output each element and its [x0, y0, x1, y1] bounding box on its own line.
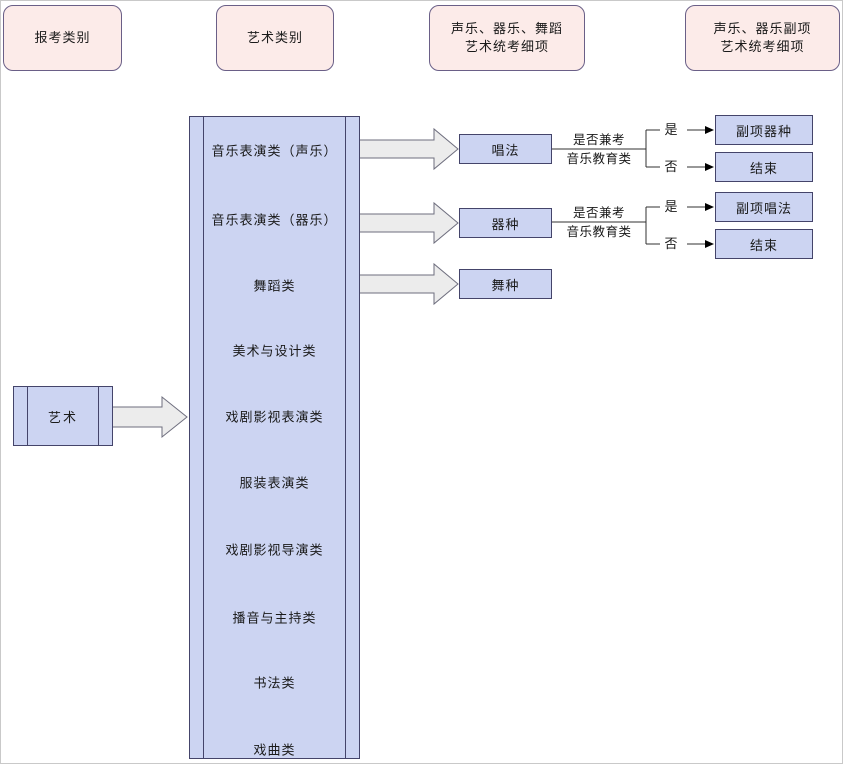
arrowhead-icon [705, 163, 714, 171]
dance-type-box: 舞种 [459, 269, 552, 299]
header-label-line: 声乐、器乐副项 [713, 21, 812, 36]
category-item: 戏剧影视表演类 [225, 409, 324, 425]
arrowhead-icon [705, 126, 714, 134]
arrowhead-icon [705, 240, 714, 248]
art-source-label: 艺术 [47, 409, 78, 425]
header-registration-category: 报考类别 [3, 5, 122, 71]
no-label: 否 [664, 159, 678, 174]
arrowhead-icon [705, 203, 714, 211]
vocal-method-box: 唱法 [459, 134, 552, 164]
header-exam-detail: 声乐、器乐、舞蹈 艺术统考细项 [429, 5, 585, 71]
header-secondary-exam-detail: 声乐、器乐副项 艺术统考细项 [685, 5, 840, 71]
end-box: 结束 [715, 152, 813, 182]
instrument-type-box: 器种 [459, 208, 552, 238]
secondary-instrument-box: 副项器种 [715, 115, 813, 145]
header-label-line: 艺术统考细项 [720, 39, 805, 54]
yes-label: 是 [664, 122, 678, 137]
category-item: 戏曲类 [253, 742, 296, 758]
header-label-line: 艺术类别 [246, 30, 303, 45]
category-item: 播音与主持类 [232, 610, 317, 626]
header-label-line: 报考类别 [34, 30, 91, 45]
header-art-category: 艺术类别 [216, 5, 334, 71]
category-item: 音乐表演类（器乐） [211, 212, 338, 228]
category-item: 美术与设计类 [232, 343, 317, 359]
art-source-box: 艺术 [13, 386, 113, 446]
no-label: 否 [664, 236, 678, 251]
category-item: 书法类 [253, 675, 296, 691]
header-label-line: 声乐、器乐、舞蹈 [450, 21, 563, 36]
decision-question-line: 音乐教育类 [566, 152, 632, 166]
header-label-line: 艺术统考细项 [464, 39, 549, 54]
decision-question-line: 是否兼考 [572, 206, 625, 220]
secondary-vocal-box: 副项唱法 [715, 192, 813, 222]
art-categories-column: 音乐表演类（声乐） 音乐表演类（器乐） 舞蹈类 美术与设计类 戏剧影视表演类 服… [189, 116, 360, 759]
category-item: 舞蹈类 [253, 278, 296, 294]
end-box: 结束 [715, 229, 813, 259]
decision-question-line: 是否兼考 [572, 133, 625, 147]
category-item: 服装表演类 [239, 475, 310, 491]
category-item: 戏剧影视导演类 [225, 542, 324, 558]
decision-question-line: 音乐教育类 [566, 225, 632, 239]
category-item: 音乐表演类（声乐） [211, 143, 338, 159]
yes-label: 是 [664, 199, 678, 214]
